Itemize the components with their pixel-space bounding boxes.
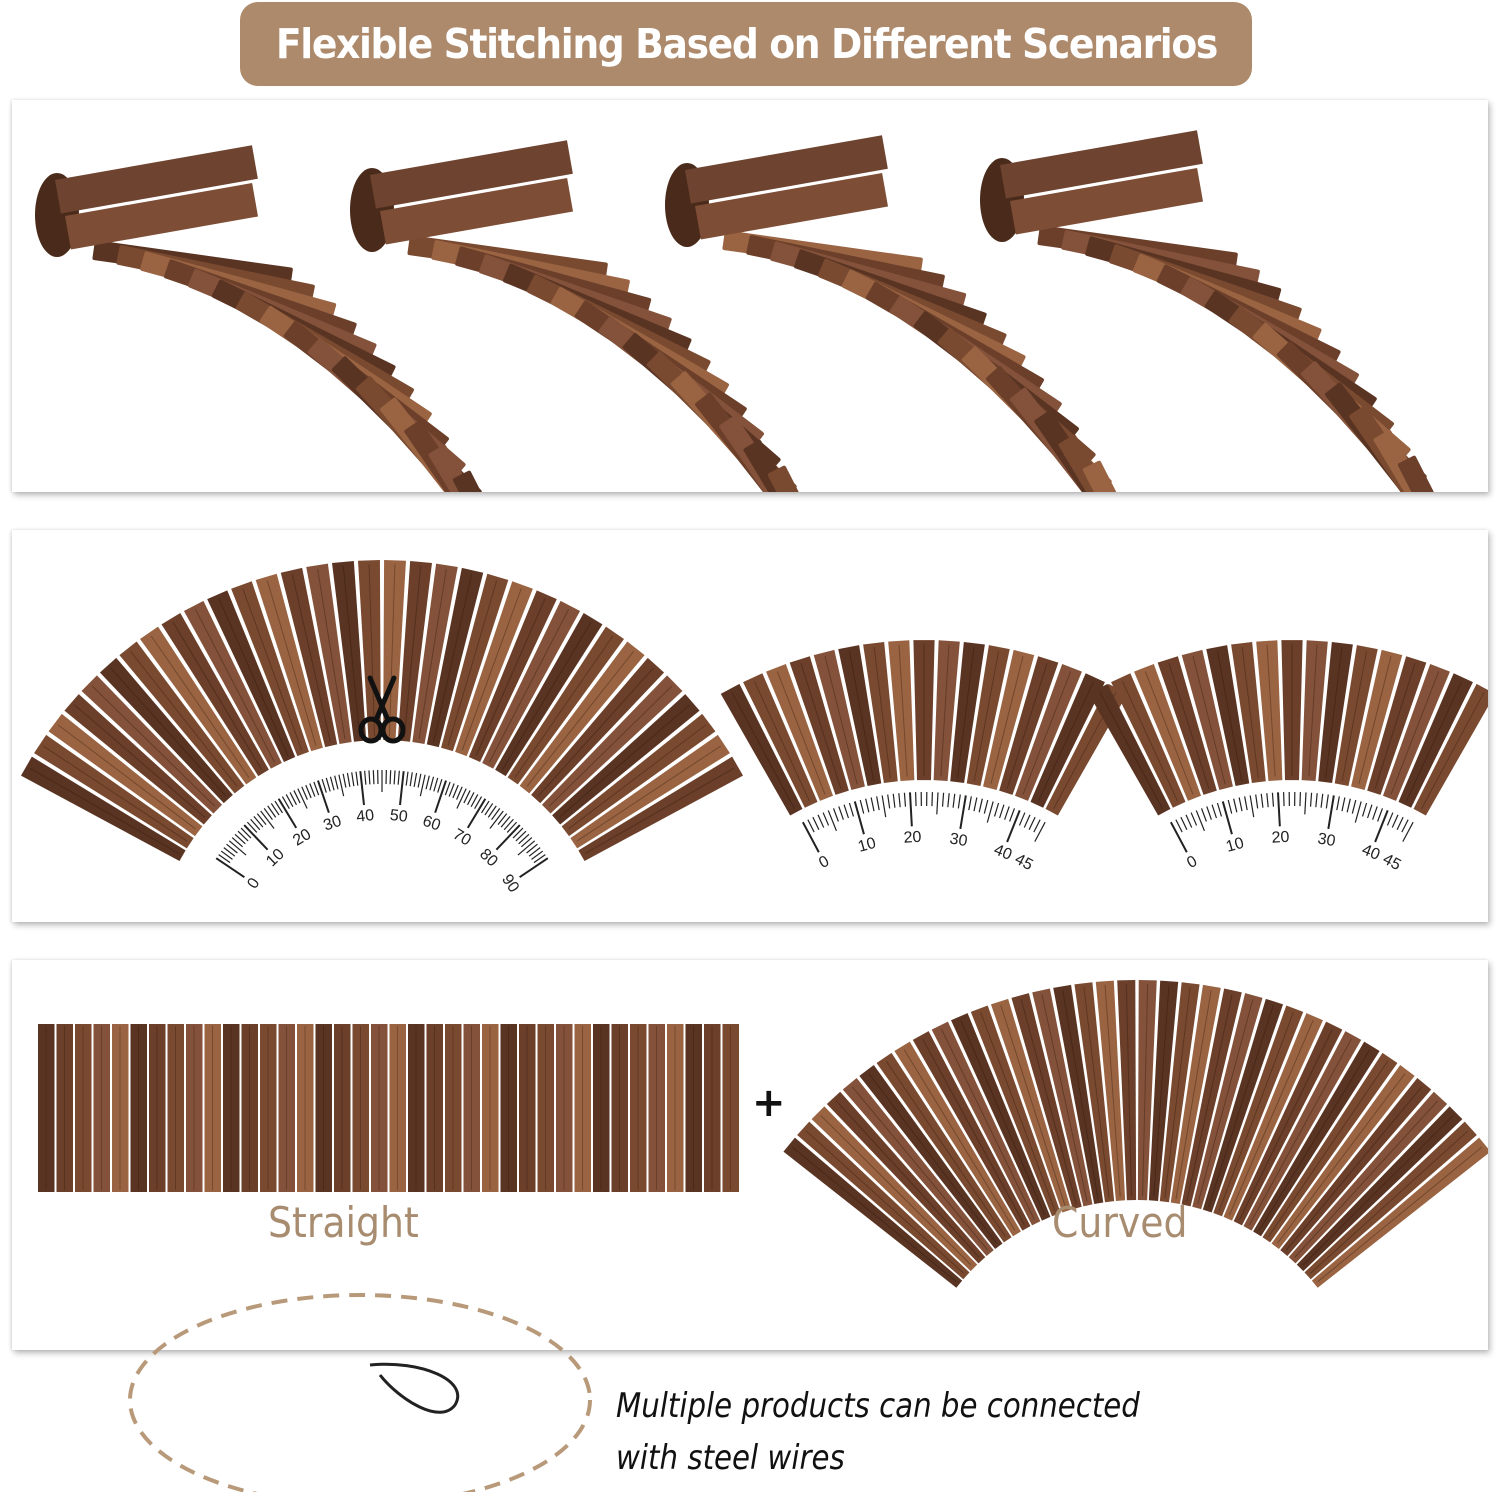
straight-curved-illustration bbox=[38, 980, 1488, 1288]
svg-text:90: 90 bbox=[498, 871, 522, 895]
svg-text:60: 60 bbox=[420, 813, 442, 835]
page-title: Flexible Stitching Based on Different Sc… bbox=[275, 20, 1217, 68]
title-banner: Flexible Stitching Based on Different Sc… bbox=[240, 2, 1252, 86]
svg-text:40: 40 bbox=[355, 807, 375, 826]
rolled-walkways-panel bbox=[12, 100, 1488, 492]
svg-text:30: 30 bbox=[948, 830, 968, 850]
svg-text:30: 30 bbox=[321, 813, 343, 835]
svg-text:0: 0 bbox=[1184, 853, 1200, 872]
svg-text:50: 50 bbox=[389, 807, 409, 826]
svg-text:45: 45 bbox=[1380, 851, 1404, 874]
curved-label: Curved bbox=[1052, 1198, 1188, 1247]
slat-fan bbox=[783, 980, 1488, 1288]
svg-text:20: 20 bbox=[903, 829, 922, 847]
slat-fan bbox=[20, 560, 744, 861]
slat-fan bbox=[720, 640, 1128, 816]
shapes-panel bbox=[12, 960, 1488, 1350]
scissors-icon bbox=[358, 675, 406, 744]
rolled-walkway bbox=[35, 145, 556, 492]
rolled-walkway bbox=[980, 130, 1488, 492]
svg-text:0: 0 bbox=[816, 853, 832, 872]
svg-text:30: 30 bbox=[1316, 830, 1336, 850]
rolled-walkway bbox=[350, 140, 871, 492]
svg-text:0: 0 bbox=[244, 875, 263, 892]
svg-text:40: 40 bbox=[1359, 841, 1382, 863]
plus-icon: + bbox=[752, 1080, 786, 1126]
svg-text:40: 40 bbox=[991, 841, 1014, 863]
caption-line-1: Multiple products can be connected bbox=[616, 1386, 1140, 1426]
rolled-walkways-illustration bbox=[35, 130, 1488, 492]
svg-text:20: 20 bbox=[290, 826, 314, 850]
straight-walkway bbox=[38, 1024, 739, 1192]
svg-text:10: 10 bbox=[1224, 835, 1246, 856]
svg-text:45: 45 bbox=[1012, 851, 1036, 874]
rolled-walkway bbox=[665, 135, 1186, 492]
straight-label: Straight bbox=[268, 1198, 419, 1247]
svg-text:20: 20 bbox=[1271, 829, 1290, 847]
caption-line-2: with steel wires bbox=[616, 1438, 845, 1478]
slat-fan bbox=[1088, 640, 1488, 816]
svg-text:10: 10 bbox=[856, 835, 878, 856]
svg-text:70: 70 bbox=[450, 826, 474, 850]
